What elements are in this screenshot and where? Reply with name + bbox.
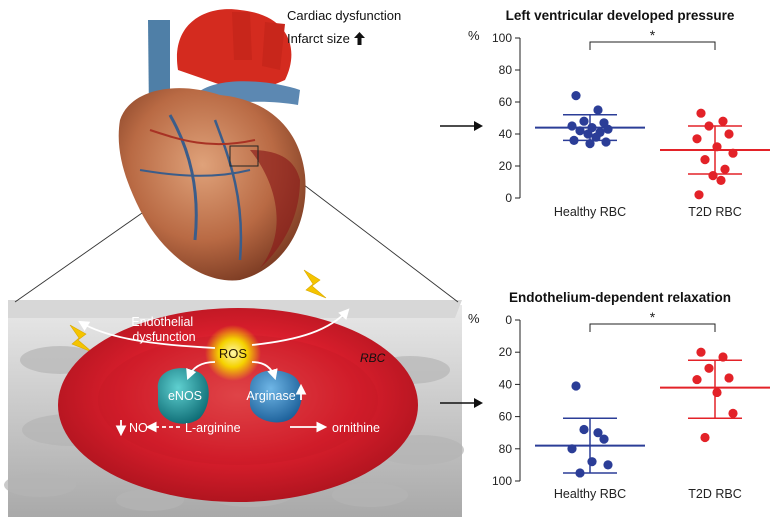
endothelial-label: Endothelial dysfunction [131, 315, 196, 344]
data-point [694, 190, 704, 200]
y-tick-label: 80 [499, 63, 513, 77]
significance-bracket [589, 41, 716, 50]
y-tick-label: 20 [499, 159, 513, 173]
y-tick-label: 80 [499, 442, 513, 456]
data-point [712, 142, 722, 152]
red-blood-cell [58, 308, 418, 502]
data-point [575, 126, 585, 136]
data-point [575, 468, 585, 478]
y-tick-label: 40 [499, 127, 513, 141]
y-tick-label: 60 [499, 410, 513, 424]
ros-glow [205, 325, 261, 381]
arginase-label: Arginase [246, 389, 295, 403]
y-axis-unit: % [468, 311, 480, 326]
data-point [728, 148, 738, 158]
data-point [593, 428, 603, 438]
data-point [601, 137, 611, 147]
data-point [704, 121, 714, 131]
y-tick-label: 20 [499, 345, 513, 359]
arginase-molecule [250, 370, 302, 423]
arrow-to-chart-2 [440, 398, 483, 408]
data-point [692, 134, 702, 144]
data-point [704, 363, 714, 373]
data-point [591, 132, 601, 142]
data-point [587, 457, 597, 467]
data-point [696, 347, 706, 357]
data-point [571, 91, 581, 101]
significance-star: * [650, 27, 656, 43]
y-tick-label: 100 [492, 31, 512, 45]
heart [118, 9, 306, 281]
data-point [603, 460, 613, 470]
y-tick-label: 0 [505, 313, 512, 327]
data-point [700, 432, 710, 443]
data-point [700, 155, 710, 165]
arrow-to-left [78, 320, 216, 349]
cardiac-dysfunction-note: Cardiac dysfunction [287, 8, 402, 23]
data-point [696, 108, 706, 118]
ornithine-label: ornithine [332, 421, 380, 435]
arrow-to-right [251, 308, 350, 346]
x-category-label: Healthy RBC [554, 487, 626, 501]
data-point [567, 444, 577, 454]
arrow-to-chart-1 [440, 121, 483, 131]
significance-bracket [589, 323, 716, 332]
data-point [712, 387, 722, 398]
infarct-label: Infarct size [287, 31, 350, 46]
data-point [569, 135, 579, 145]
y-tick-label: 60 [499, 95, 513, 109]
data-point [567, 121, 577, 131]
lightning-icon [303, 269, 327, 299]
heart-illustration: Endothelial dysfunction ROS RBC eNOS Arg… [4, 9, 464, 517]
y-tick-label: 100 [492, 474, 512, 488]
data-point [718, 116, 728, 126]
l-arginine-label: L-arginine [185, 421, 241, 435]
y-tick-label: 40 [499, 377, 513, 391]
data-point [692, 374, 702, 385]
enos-molecule [157, 368, 209, 424]
x-category-label: T2D RBC [688, 205, 741, 219]
infarct-note: Infarct size [287, 31, 365, 46]
rbc-label: RBC [360, 351, 386, 365]
data-point [593, 105, 603, 115]
data-point [583, 129, 593, 139]
enos-label: eNOS [168, 389, 202, 403]
data-point [579, 424, 589, 435]
x-category-label: T2D RBC [688, 487, 741, 501]
data-point [603, 124, 613, 134]
data-point [724, 373, 734, 383]
chart-2-title: Endothelium-dependent relaxation [508, 290, 732, 305]
data-point [579, 116, 589, 126]
data-point [585, 139, 595, 149]
data-point [716, 175, 726, 185]
data-point [571, 381, 581, 391]
data-point [724, 129, 734, 139]
y-axis-unit: % [468, 28, 480, 43]
significance-star: * [650, 309, 656, 325]
x-category-label: Healthy RBC [554, 205, 626, 219]
no-label: NO [129, 421, 148, 435]
chart-1-title: Left ventricular developed pressure [505, 8, 735, 23]
up-arrow-icon [353, 32, 365, 45]
ros-label: ROS [219, 346, 248, 361]
data-point [599, 434, 609, 444]
data-point [708, 171, 718, 181]
data-point [728, 408, 738, 418]
y-tick-label: 0 [505, 191, 512, 205]
arrow-ros-enos [186, 361, 216, 381]
arrow-ros-arginase [251, 361, 278, 381]
data-point [718, 352, 728, 362]
data-point [720, 164, 730, 174]
